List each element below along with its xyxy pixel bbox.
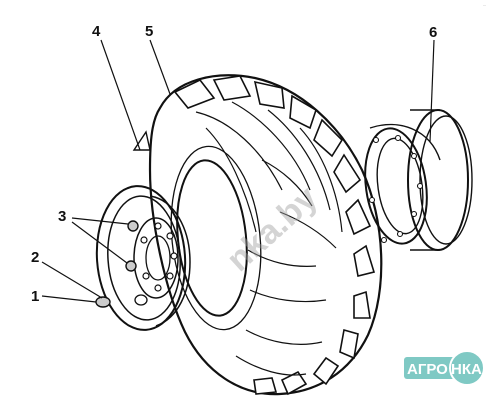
front-wheel-disc <box>95 185 191 331</box>
callout-5: 5 <box>145 23 153 40</box>
corner-mark: ... <box>483 2 486 7</box>
logo-right-text: НКА <box>451 361 482 378</box>
callout-3: 3 <box>58 208 66 225</box>
agronka-logo: АГРО НКА <box>404 350 485 386</box>
callout-6: 6 <box>429 24 437 41</box>
rear-rim <box>364 109 473 251</box>
leader-lines <box>41 39 435 303</box>
callout-2: 2 <box>31 249 39 266</box>
callout-4: 4 <box>92 23 101 40</box>
valve-cap <box>95 294 148 308</box>
callout-1: 1 <box>31 288 39 305</box>
wheel-nuts <box>125 220 139 272</box>
tire <box>132 74 383 396</box>
logo-left-text: АГРО <box>407 361 448 378</box>
